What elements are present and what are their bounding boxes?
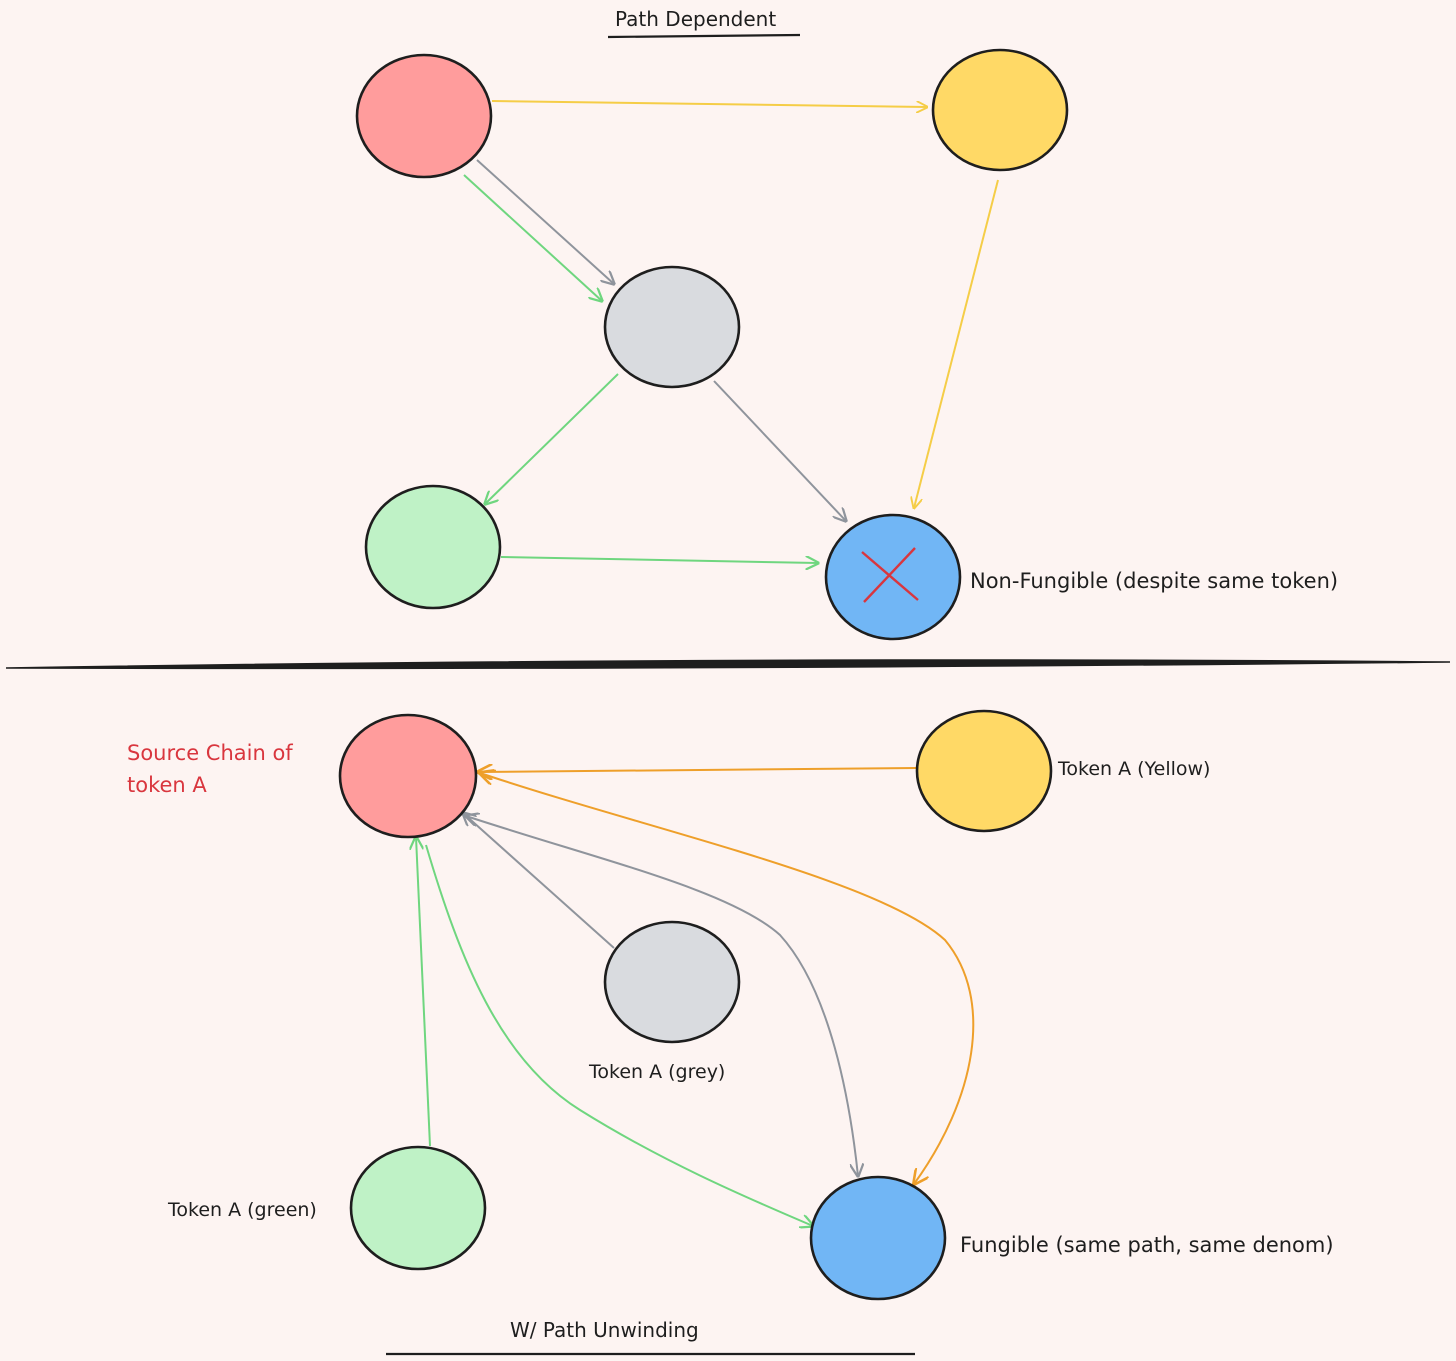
- non-fungible-label: Non-Fungible (despite same token): [970, 569, 1338, 593]
- edge-grey-to-blue: [713, 380, 846, 521]
- token-yellow-label: Token A (Yellow): [1057, 758, 1210, 780]
- yellow-node-bottom: [915, 709, 1053, 833]
- token-grey-label: Token A (grey): [588, 1061, 725, 1083]
- token-green-label: Token A (green): [167, 1199, 317, 1221]
- edge-red-to-blue-grey: [466, 816, 858, 1176]
- grey-node-bottom: [603, 920, 741, 1044]
- edge-red-to-blue-green: [425, 844, 813, 1226]
- edge-green-to-red: [416, 837, 431, 1147]
- red-node-source-chain: [338, 713, 478, 839]
- edge-red-to-yellow: [491, 100, 927, 107]
- edge-red-to-grey-grey: [476, 159, 614, 284]
- edge-green-to-blue: [500, 557, 818, 563]
- edge-yellow-to-red: [478, 768, 917, 772]
- edge-yellow-to-blue: [914, 179, 999, 508]
- edge-grey-to-green: [485, 373, 619, 504]
- cross-icon: [861, 547, 919, 603]
- bottom-title: W/ Path Unwinding: [510, 1318, 699, 1342]
- section-divider: [5, 659, 1451, 670]
- grey-node-top: [603, 265, 741, 389]
- yellow-node-top: [931, 48, 1069, 172]
- top-title-underline: [607, 33, 801, 39]
- green-node-bottom: [349, 1145, 487, 1271]
- fungible-label: Fungible (same path, same denom): [960, 1233, 1334, 1257]
- source-chain-label-line1: Source Chain of: [127, 741, 293, 765]
- edge-red-to-grey-green: [463, 174, 602, 301]
- top-title: Path Dependent: [615, 7, 776, 31]
- blue-node-bottom: [809, 1175, 947, 1301]
- source-chain-label-line2: token A: [127, 773, 207, 797]
- red-node-top: [355, 53, 493, 179]
- edge-grey-to-red: [463, 813, 615, 949]
- green-node-top: [364, 484, 502, 610]
